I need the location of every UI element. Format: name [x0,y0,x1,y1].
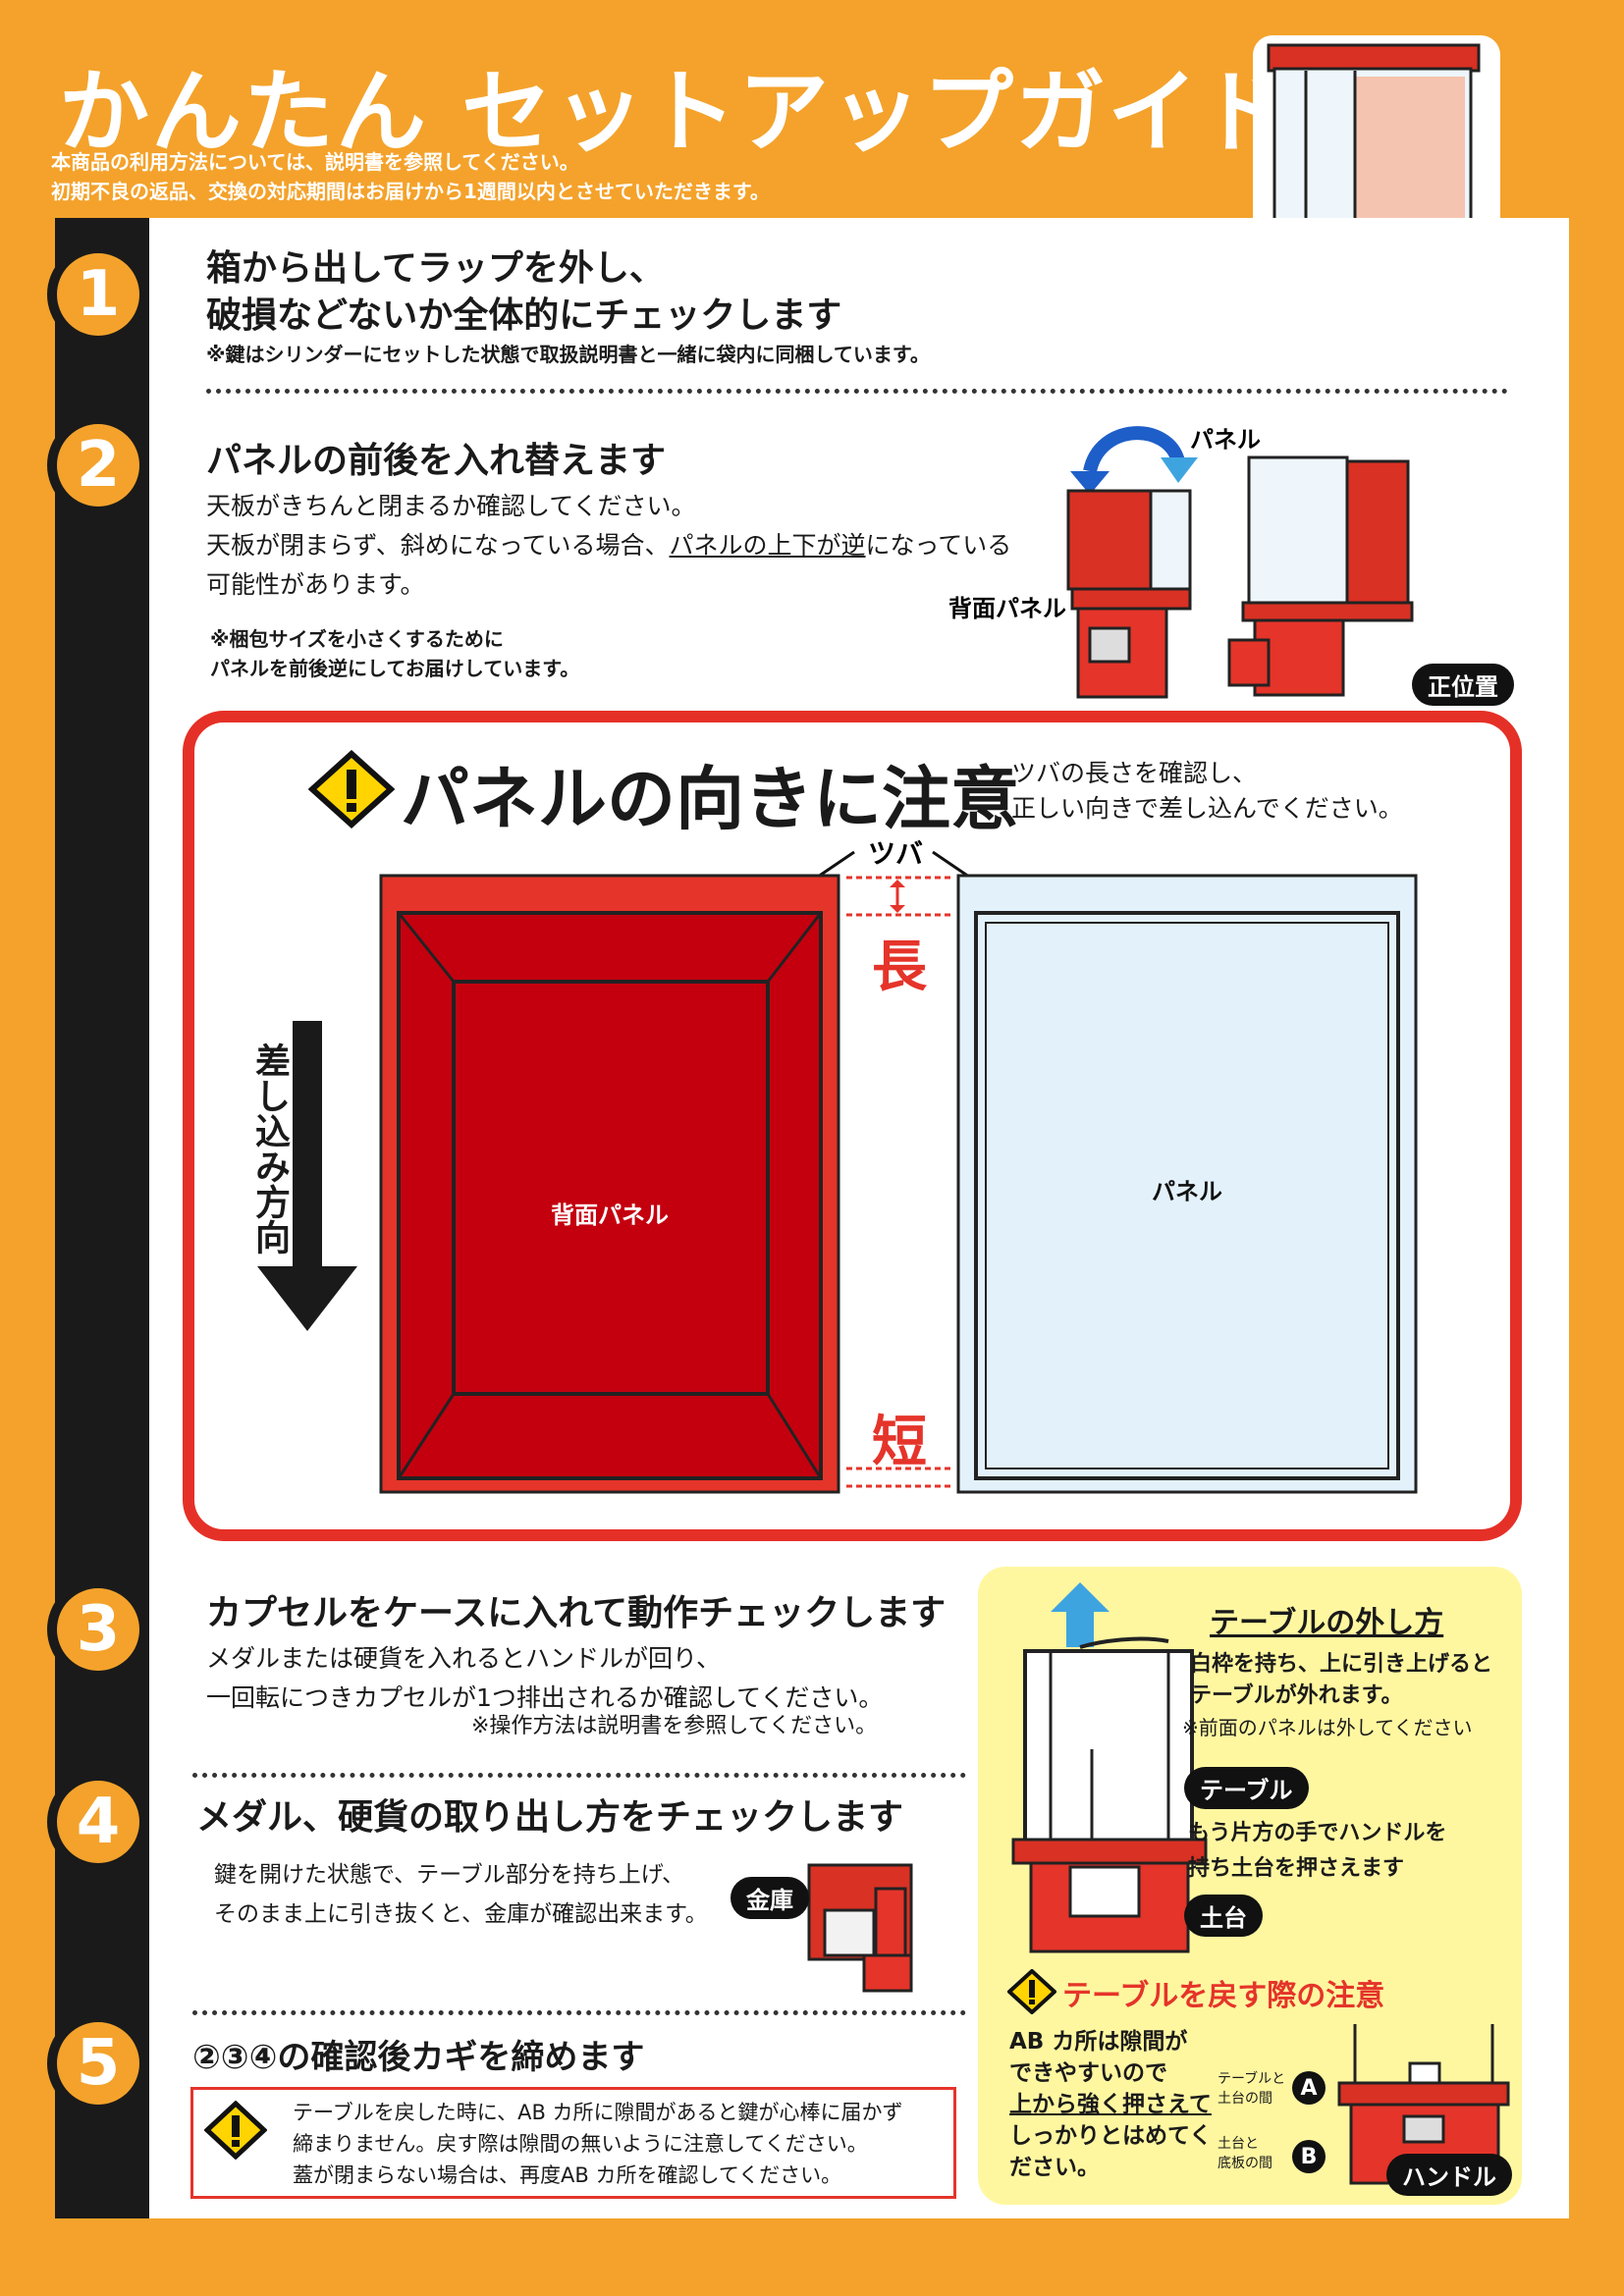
back-panel-text: 背面パネル [551,1201,669,1229]
table-tag: テーブル [1184,1767,1309,1809]
step-5-warning-line: 蓋が閉まらない場合は、再度AB カ所を確認してください。 [293,2163,842,2187]
step-5-warning-text: テーブルを戻した時に、AB カ所に隙間があると鍵が心棒に届かず 締まりません。戻… [293,2097,903,2191]
warning-icon [1007,1969,1056,2014]
return-caution-body: AB カ所は隙間が できやすいので 上から強く押さえて しっかりとはめてく ださ… [1009,2026,1212,2183]
gap-a-label-line: テーブルと [1218,2071,1286,2087]
header-note-line: 本商品の利用方法については、説明書を参照してください。 [51,150,579,174]
correct-position-tag: 正位置 [1412,664,1514,706]
gap-a-label: テーブルと 土台の間 [1218,2069,1285,2109]
panel-warning-subtitle-line: ツバの長さを確認し、 [1011,759,1258,787]
gap-a-label-line: 土台の間 [1218,2091,1272,2107]
gap-b-label: 土台と 底板の間 [1218,2134,1272,2173]
divider [192,1773,966,1778]
gap-a-marker: A [1292,2071,1326,2105]
table-removal-hold-line: もう片方の手でハンドルを [1188,1821,1447,1845]
return-caution-title: テーブルを戻す際の注意 [1062,1979,1385,2013]
front-panel-text: パネル [1152,1178,1222,1205]
step-2-body-line: 天板がきちんと閉まるか確認してください。 [206,492,696,520]
return-caution-emphasis: 上から強く押さえて [1009,2092,1212,2117]
tsuba-label: ツバ [868,837,924,870]
step-1-title: 箱から出してラップを外し、 破損などないか全体的にチェックします [206,245,841,340]
step-2-body-text: になっている [865,531,1012,560]
step-2-note-line: ※梱包サイズを小さくするために [210,627,504,651]
step-4-body: 鍵を開けた状態で、テーブル部分を持ち上げ、 そのまま上に引き抜くと、金庫が確認出… [214,1855,708,1934]
safe-illustration [807,1863,913,1993]
safe-tag: 金庫 [731,1877,809,1919]
step-2-body-line: 可能性があります。 [206,570,425,599]
table-removal-note: ※前面のパネルは外してください [1182,1716,1473,1739]
warning-icon [204,2101,267,2160]
step-1-number: 1 [47,243,149,346]
tsuba-measure-marks [846,876,950,1488]
step-4-title: メダル、硬貨の取り出し方をチェックします [196,1797,904,1838]
step-1-title-line: 箱から出してラップを外し、 [206,248,665,289]
base-tag: 土台 [1184,1895,1263,1937]
gap-b-label-line: 底板の間 [1218,2156,1272,2171]
back-panel-diagram [379,874,840,1494]
table-removal-body: 白枠を持ち、上に引き上げると テーブルが外れます。 [1190,1649,1492,1712]
table-removal-title: テーブルの外し方 [1210,1606,1444,1640]
table-removal-body-line: 白枠を持ち、上に引き上げると [1190,1652,1493,1677]
step-2-note-line: パネルを前後逆にしてお届けしています。 [210,657,580,680]
step-4-body-line: 鍵を開けた状態で、テーブル部分を持ち上げ、 [214,1862,685,1888]
step-3-body-line: メダルまたは硬貨を入れるとハンドルが回り、 [206,1644,722,1673]
step-1-title-line: 破損などないか全体的にチェックします [206,295,842,336]
step-2-title: パネルの前後を入れ替えます [206,441,667,481]
header-note: 本商品の利用方法については、説明書を参照してください。 初期不良の返品、交換の対… [51,147,770,206]
back-panel-label: 背面パネル [948,595,1066,622]
step-3-title: カプセルをケースに入れて動作チェックします [206,1593,947,1633]
panel-warning-subtitle-line: 正しい向きで差し込んでください。 [1011,794,1403,823]
return-caution-line: できやすいので [1009,2060,1167,2086]
panel-warning-subtitle: ツバの長さを確認し、 正しい向きで差し込んでください。 [1011,756,1403,827]
step-2-note: ※梱包サイズを小さくするために パネルを前後逆にしてお届けしています。 [210,624,579,683]
step-5-title: ②③④の確認後カギを締めます [192,2038,645,2077]
step-5-warning-line: テーブルを戻した時に、AB カ所に隙間があると鍵が心棒に届かず [293,2101,903,2124]
step-4-number: 4 [47,1771,149,1873]
table-removal-hold-text: もう片方の手でハンドルを 持ち土台を押さえます [1188,1816,1446,1887]
step-2-body-line: 天板が閉まらず、斜めになっている場合、パネルの上下が逆になっている [206,526,1011,565]
step-2-emphasis: パネルの上下が逆 [669,531,866,560]
table-lift-illustration [1011,1582,1208,1953]
step-3-body-line: 一回転につきカプセルが1つ排出されるか確認してください。 [206,1683,884,1712]
panel-label: パネル [1190,426,1261,454]
step-5-warning-box [190,2087,956,2199]
return-caution-line: しっかりとはめてく [1009,2123,1213,2149]
step-3-body: メダルまたは硬貨を入れるとハンドルが回り、 一回転につきカプセルが1つ排出される… [206,1639,883,1718]
long-label: 長 [872,935,927,999]
step-2-body: 天板がきちんと閉まるか確認してください。 天板が閉まらず、斜めになっている場合、… [206,487,1011,605]
panel-warning-title: パネルの向きに注意 [401,759,1019,839]
return-caution-line: AB カ所は隙間が [1009,2029,1188,2055]
return-caution-line: ださい。 [1009,2155,1100,2180]
short-label: 短 [872,1411,927,1474]
step-3-number: 3 [47,1578,149,1681]
table-removal-hold-line: 持ち土台を押さえます [1188,1856,1405,1881]
correct-position-illustration [1227,455,1414,697]
step-1-note: ※鍵はシリンダーにセットした状態で取扱説明書と一緒に袋内に同梱しています。 [206,343,930,366]
front-panel-diagram [956,874,1418,1494]
back-panel-swap-illustration [1066,426,1198,699]
table-removal-body-line: テーブルが外れます。 [1190,1683,1403,1708]
gap-b-label-line: 土台と [1218,2136,1259,2152]
gap-b-marker: B [1292,2140,1326,2173]
step-5-warning-line: 締まりません。戻す際は隙間の無いように注意してください。 [293,2132,868,2156]
page-title: かんたん セットアップガイド [59,60,1293,165]
warning-icon [308,750,395,828]
divider [206,389,1508,394]
header-note-line: 初期不良の返品、交換の対応期間はお届けから1週間以内とさせていただきます。 [51,180,770,203]
arrow-down-icon [257,1021,357,1331]
step-spine [55,218,149,2218]
step-4-body-line: そのまま上に引き抜くと、金庫が確認出来ます。 [214,1901,708,1927]
step-2-body-text: 天板が閉まらず、斜めになっている場合、 [206,531,670,560]
step-3-note: ※操作方法は説明書を参照してください。 [471,1714,878,1738]
step-5-number: 5 [47,2012,149,2114]
divider [192,2010,966,2015]
insert-direction-label: 差し込み方向 [249,1042,290,1255]
step-2-number: 2 [47,414,149,516]
handle-tag: ハンドル [1386,2154,1512,2196]
